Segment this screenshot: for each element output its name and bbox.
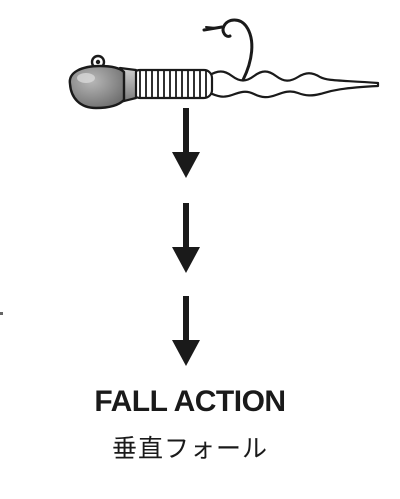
stray-mark [0,312,3,315]
arrow-down-icon [172,296,200,366]
caption-subtitle: 垂直フォール [111,434,268,463]
arrow-down-icon [172,203,200,273]
jig-head-with-worm-icon [68,18,380,110]
caption-title: FALL ACTION [94,385,286,418]
arrow-down-icon [172,108,200,178]
